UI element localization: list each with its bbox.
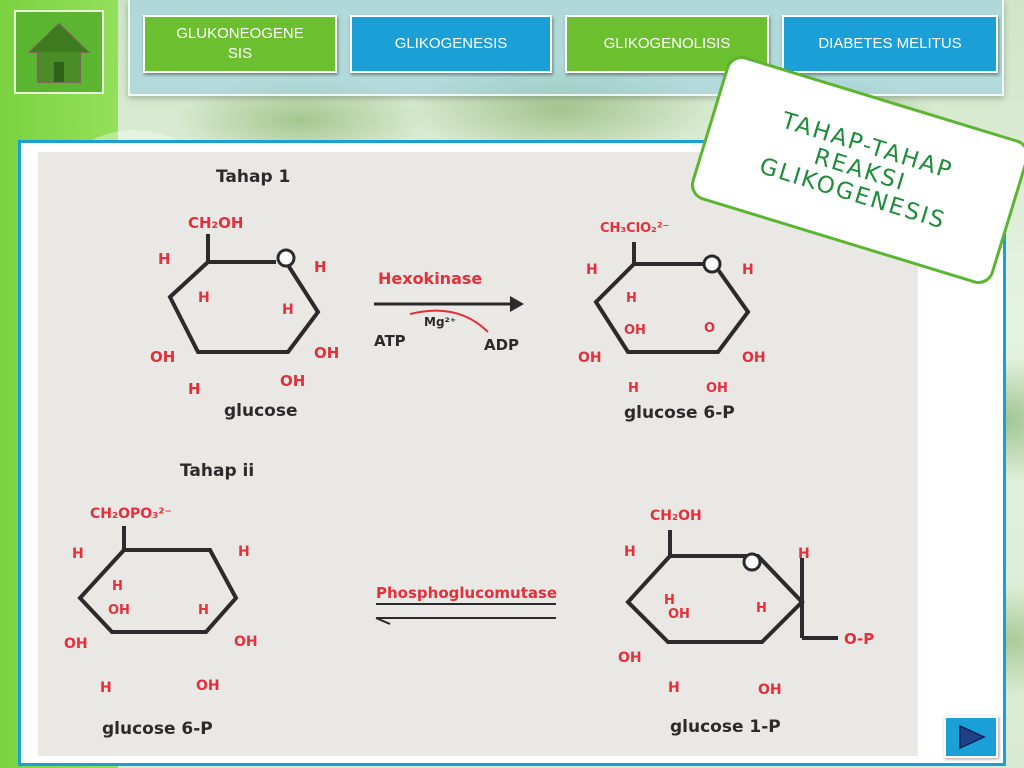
g1p-h2: H bbox=[798, 546, 810, 562]
nav-button-diabetes-melitus[interactable]: DIABETES MELITUS bbox=[782, 15, 998, 73]
ring-oxygen-2 bbox=[702, 254, 722, 274]
glucose6p-structure-1 bbox=[593, 242, 751, 354]
reaction-diagram: Tahap 1 CH₂OH H H H H OH OH H OH glucose… bbox=[64, 167, 874, 739]
glucose-name: glucose bbox=[224, 401, 298, 421]
next-slide-button[interactable] bbox=[944, 716, 998, 758]
nav-label-glukoneogenesis-1: GLUKONEOGENE bbox=[176, 25, 304, 42]
glucose-oh3: OH bbox=[280, 372, 305, 390]
g1p-ch2oh: CH₂OH bbox=[650, 508, 702, 524]
g6p2-ch2opo3: CH₂OPO₃²⁻ bbox=[90, 506, 172, 522]
g1p-h1: H bbox=[624, 544, 636, 560]
glucose-ch2oh: CH₂OH bbox=[188, 214, 243, 232]
g6p2-h5: H bbox=[100, 680, 112, 696]
g1p-h3: H bbox=[664, 593, 675, 608]
g6p2-h2: H bbox=[112, 579, 123, 594]
play-right-icon bbox=[959, 724, 986, 750]
ring-oxygen-3 bbox=[742, 552, 762, 572]
g6p2-name: glucose 6-P bbox=[102, 719, 213, 739]
glucose-oh1: OH bbox=[150, 348, 175, 366]
g6p1-name: glucose 6-P bbox=[624, 403, 735, 423]
g1p-name: glucose 1-P bbox=[670, 717, 781, 737]
g6p2-oh3: OH bbox=[234, 634, 258, 650]
g6p-ch3clo2: CH₃ClO₂²⁻ bbox=[600, 221, 669, 236]
g6p1-h2: H bbox=[626, 291, 637, 306]
g6p2-oh1: OH bbox=[108, 603, 130, 618]
g6p1-h1: H bbox=[586, 262, 598, 278]
enzyme-hexokinase: Hexokinase bbox=[378, 269, 482, 288]
nav-label-diabetes-melitus: DIABETES MELITUS bbox=[818, 35, 962, 52]
g6p1-oh1: OH bbox=[624, 323, 646, 338]
nav-button-glikogenolisis[interactable]: GLIKOGENOLISIS bbox=[565, 15, 769, 73]
home-button[interactable] bbox=[14, 10, 104, 94]
nav-button-glikogenesis[interactable]: GLIKOGENESIS bbox=[350, 15, 552, 73]
enzyme-phosphoglucomutase: Phosphoglucomutase bbox=[376, 584, 557, 602]
home-icon bbox=[27, 22, 91, 83]
reaction-diagram-photo: Tahap 1 CH₂OH H H H H OH OH H OH glucose… bbox=[38, 152, 918, 756]
stage1-label: Tahap 1 bbox=[216, 167, 290, 187]
g6p2-oh4: OH bbox=[196, 678, 220, 694]
adp-label: ADP bbox=[484, 336, 519, 354]
glucose-structure bbox=[167, 234, 321, 354]
g1p-h4: H bbox=[756, 601, 767, 616]
nav-label-glikogenesis: GLIKOGENESIS bbox=[394, 35, 508, 52]
nav-button-glukoneogenesis[interactable]: GLUKONEOGENE SIS bbox=[143, 15, 337, 73]
reverse-arrow-head bbox=[375, 617, 391, 625]
nav-label-glukoneogenesis-2: SIS bbox=[227, 45, 253, 62]
g1p-oh2: OH bbox=[618, 650, 642, 666]
glucose-h3: H bbox=[314, 258, 327, 276]
cofactor-mg: Mg²⁺ bbox=[424, 315, 456, 329]
g6p1-oh2: OH bbox=[578, 350, 602, 366]
g6p2-h3: H bbox=[238, 544, 250, 560]
atp-adp-curve bbox=[409, 309, 489, 333]
g6p1-h3: H bbox=[742, 262, 754, 278]
glucose-h2: H bbox=[198, 290, 210, 306]
reaction-arrow-1-head bbox=[510, 296, 524, 312]
g6p2-oh2: OH bbox=[64, 636, 88, 652]
glucose-h4: H bbox=[282, 302, 294, 318]
g6p1-h4: H bbox=[628, 381, 639, 396]
g1p-op: O-P bbox=[844, 630, 874, 648]
stage2-label: Tahap ii bbox=[180, 461, 254, 481]
g6p2-h1: H bbox=[72, 546, 84, 562]
glucose-oh2: OH bbox=[314, 344, 339, 362]
g1p-oh1: OH bbox=[668, 607, 690, 622]
glucose-h5: H bbox=[188, 380, 201, 398]
glucose-h1: H bbox=[158, 250, 171, 268]
g1p-h5: H bbox=[668, 680, 680, 696]
g6p1-oh3: OH bbox=[742, 350, 766, 366]
atp-label: ATP bbox=[374, 332, 406, 350]
g1p-oh3: OH bbox=[758, 682, 782, 698]
ring-oxygen-1 bbox=[276, 248, 296, 268]
g6p1-oh4: OH bbox=[706, 381, 728, 396]
g6p2-h4: H bbox=[198, 603, 209, 618]
glucose6p-structure-2 bbox=[77, 526, 239, 634]
g6p1-o: O bbox=[704, 321, 715, 336]
nav-label-glikogenolisis: GLIKOGENOLISIS bbox=[603, 35, 731, 52]
